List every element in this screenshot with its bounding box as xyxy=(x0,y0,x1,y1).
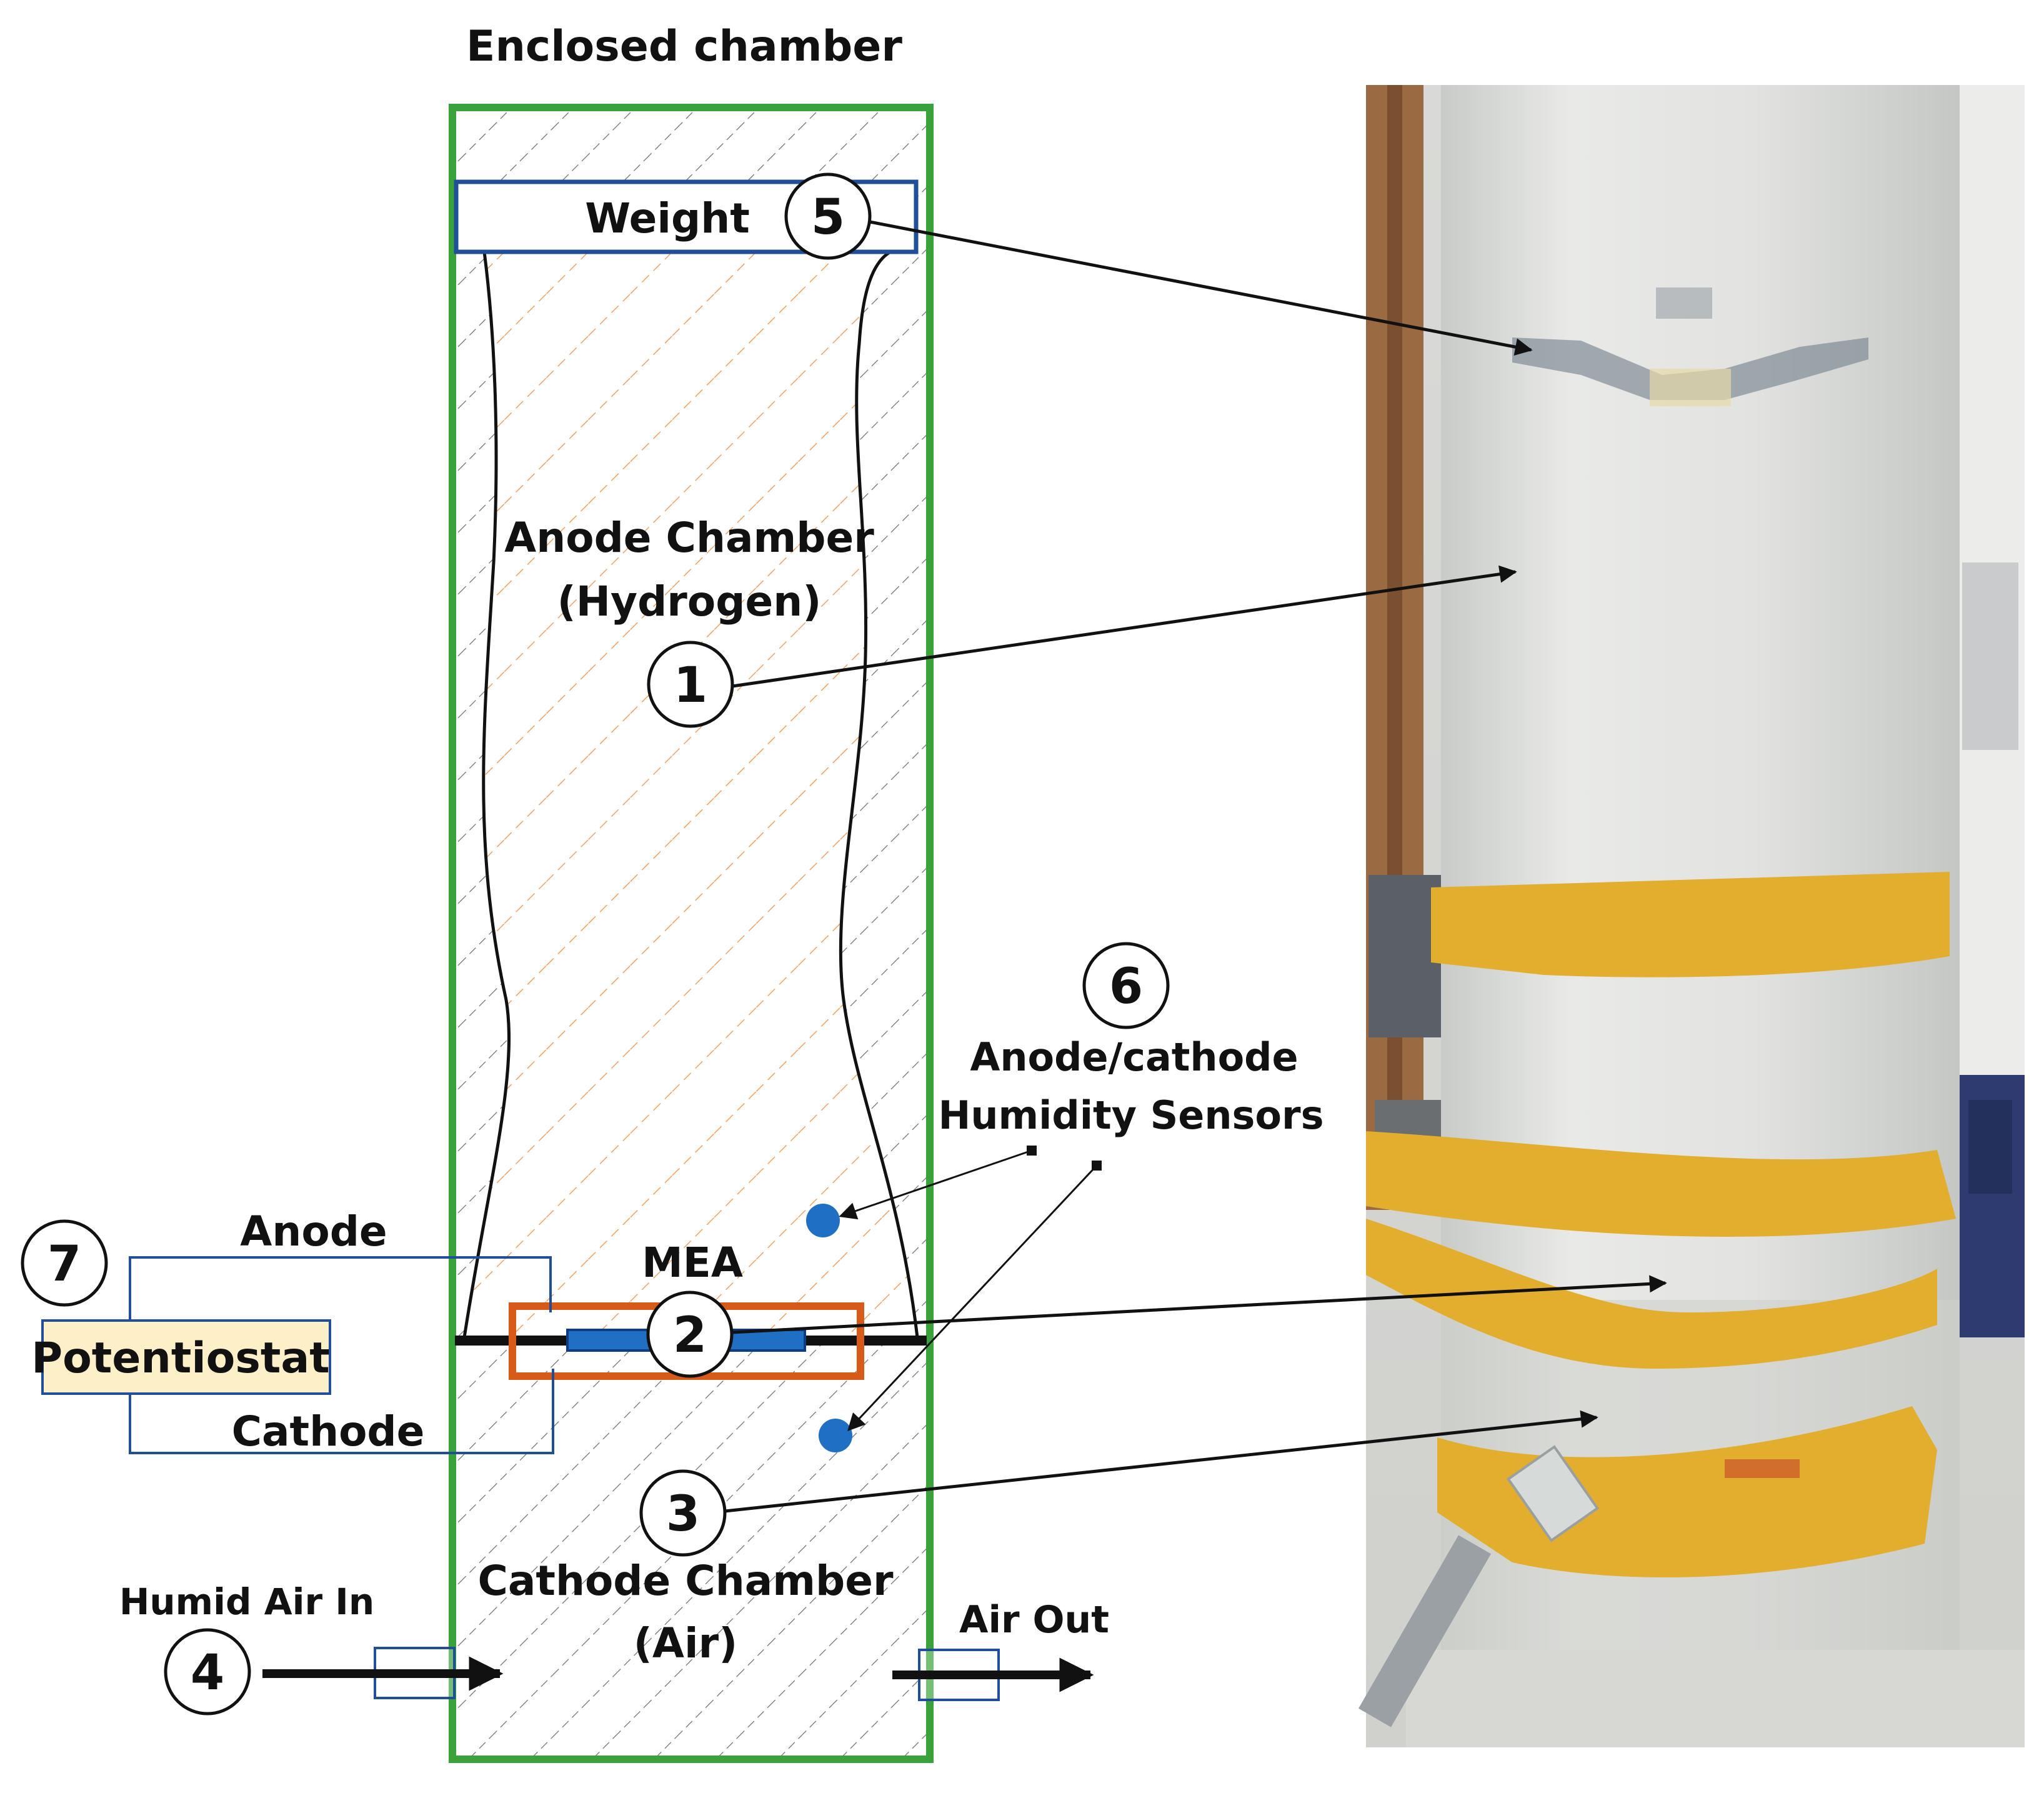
mea-label: MEA xyxy=(642,1239,743,1287)
svg-text:2: 2 xyxy=(673,1307,707,1364)
anode-lead-label: Anode xyxy=(240,1207,387,1256)
svg-text:5: 5 xyxy=(811,189,845,246)
diagram-title: Enclosed chamber xyxy=(466,22,902,71)
enclosure-border xyxy=(449,104,934,1763)
marker-6: 6 xyxy=(1082,942,1170,1029)
inlet-fitting xyxy=(1359,1445,1600,1727)
marker-3: 3 xyxy=(639,1469,727,1557)
anode-humidity-sensor-dot xyxy=(806,1204,840,1237)
svg-text:4: 4 xyxy=(191,1645,224,1701)
svg-text:6: 6 xyxy=(1109,959,1143,1015)
cathode-lead-label: Cathode xyxy=(232,1407,425,1456)
cathode-chamber-label: Cathode Chamber xyxy=(477,1557,894,1605)
svg-text:7: 7 xyxy=(47,1236,81,1292)
anode-chamber-label: Anode Chamber xyxy=(504,514,874,562)
potentiostat-circuit: Potentiostat Anode Cathode xyxy=(31,1207,554,1456)
callout-arrow-2 xyxy=(731,1275,1667,1334)
humidity-sensors-label-line1: Anode/cathode xyxy=(970,1034,1298,1080)
cathode-humidity-sensor-dot xyxy=(819,1419,852,1452)
callout-arrow-1 xyxy=(732,565,1517,688)
callout-arrows xyxy=(724,220,1667,1513)
svg-text:3: 3 xyxy=(666,1486,700,1542)
marker-5: 5 xyxy=(784,172,872,260)
sensor-leader-a xyxy=(839,1149,1032,1220)
air-flow: Humid Air In Air Out xyxy=(119,1581,1109,1701)
cathode-lead-wire xyxy=(129,1369,554,1454)
marker-1: 1 xyxy=(647,641,734,728)
callout-arrow-5 xyxy=(869,220,1533,356)
anode-lead-wire xyxy=(129,1256,552,1322)
weight-label: Weight xyxy=(585,194,750,242)
anode-chamber-gas-label: (Hydrogen) xyxy=(557,577,822,626)
svg-text:1: 1 xyxy=(674,657,707,714)
marker-4: 4 xyxy=(164,1628,251,1716)
marker-7: 7 xyxy=(21,1219,108,1307)
potentiostat-label: Potentiostat xyxy=(31,1334,330,1383)
marker-2: 2 xyxy=(646,1291,734,1378)
humidity-sensors-label-line2: Humidity Sensors xyxy=(939,1092,1324,1138)
callout-arrow-3 xyxy=(724,1410,1598,1513)
potentiostat-box xyxy=(41,1319,331,1395)
air-out-label: Air Out xyxy=(959,1598,1109,1642)
humid-air-in-label: Humid Air In xyxy=(119,1581,374,1623)
tape-bands xyxy=(1366,872,1956,1577)
anode-bag-outline xyxy=(462,250,919,1338)
cathode-chamber-gas-label: (Air) xyxy=(634,1619,738,1667)
device-photo xyxy=(1359,85,2025,1747)
sensor-leader-b xyxy=(847,1164,1098,1432)
